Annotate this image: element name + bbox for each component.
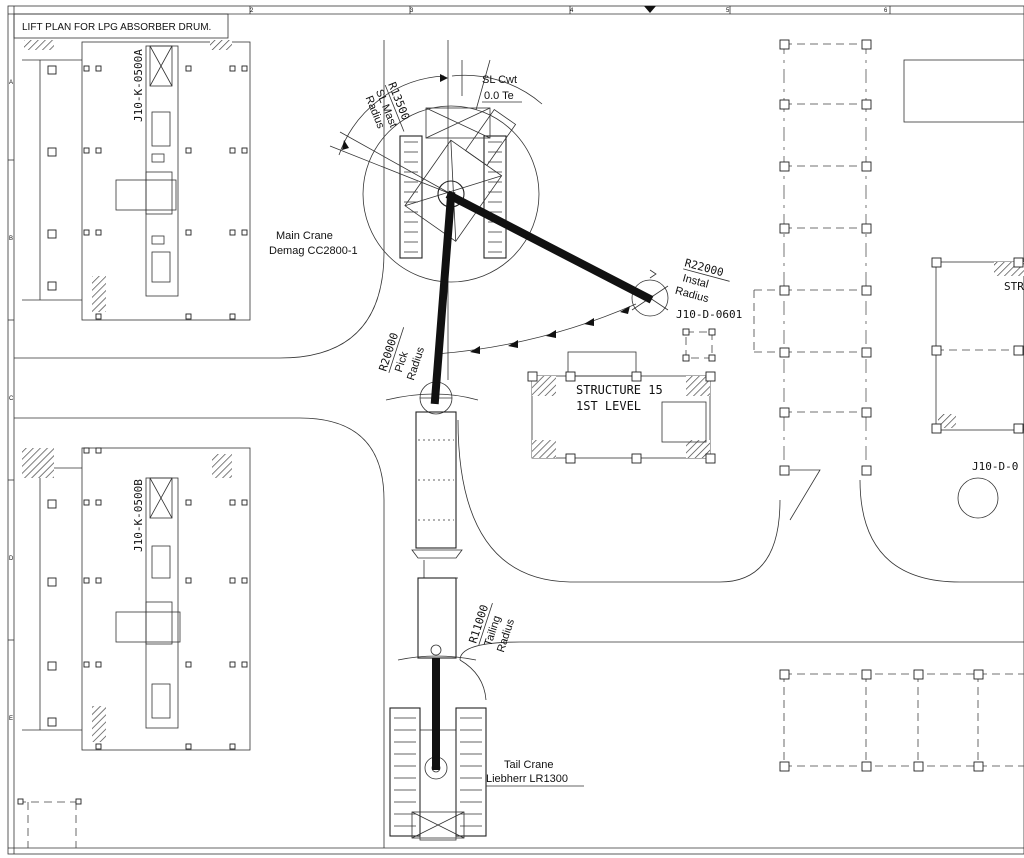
compressor-b-tag: J10-K-0500B — [132, 479, 145, 552]
install-radius-label: R22000 Instal Radius — [674, 256, 730, 305]
col-mark-4: 4 — [570, 8, 574, 14]
absorber-drum — [385, 381, 479, 661]
tail-crane-label-line2: Liebherr LR1300 — [486, 773, 568, 785]
row-mark-e: E — [9, 716, 13, 722]
main-crane-label: Main Crane Demag CC2800-1 — [269, 230, 358, 257]
bottom-left-frame — [17, 798, 82, 848]
pick-radius-line2: Radius — [405, 345, 427, 382]
cwt-label-line1: SL Cwt — [482, 74, 517, 86]
main-crane — [329, 59, 651, 297]
pipe-rack-grid — [753, 39, 1024, 476]
row-mark-c: C — [9, 396, 14, 402]
main-crane-label-line2: Demag CC2800-1 — [269, 245, 358, 257]
north-arrow-marker — [644, 6, 656, 13]
drawing-title: LIFT PLAN FOR LPG ABSORBER DRUM. — [22, 22, 211, 33]
main-crane-label-line1: Main Crane — [276, 230, 333, 242]
tail-crane — [389, 659, 487, 841]
col-mark-2: 2 — [250, 8, 254, 14]
row-mark-b: B — [9, 236, 13, 242]
tail-crane-label: Tail Crane Liebherr LR1300 — [486, 759, 584, 787]
title-box — [13, 13, 229, 39]
tail-crane-label-line1: Tail Crane — [504, 759, 554, 771]
lower-right-grid — [779, 669, 1024, 772]
col-mark-3: 3 — [410, 8, 414, 14]
structure-15-line1: STRUCTURE 15 — [576, 383, 663, 397]
compressor-b-area — [22, 447, 251, 751]
sheet-border: 2 3 4 5 6 A B C D E — [7, 5, 1024, 855]
col-mark-6: 6 — [884, 8, 888, 14]
counterweight-label: SL Cwt 0.0 Te — [482, 74, 522, 103]
row-mark-a: A — [9, 80, 13, 86]
structure-right-label: STR — [1004, 280, 1024, 293]
install-boom-line — [445, 190, 654, 304]
pick-radius-label: R20000 Pick Radius — [376, 327, 427, 382]
compressor-a-area — [22, 40, 251, 321]
tailing-radius-label: R11000 Tailing Radius — [466, 602, 517, 654]
row-mark-d: D — [9, 556, 14, 562]
right-structure — [931, 257, 1024, 519]
rigging-lines — [430, 190, 654, 770]
vessel-tag: J10-D-0601 — [676, 308, 742, 321]
pick-boom-line — [430, 191, 456, 405]
mast-radius-arc — [338, 75, 445, 156]
col-mark-5: 5 — [726, 8, 730, 14]
main-crane-slew-circle — [362, 105, 540, 283]
install-arc — [435, 303, 637, 355]
compressor-a-tag: J10-K-0500A — [132, 49, 145, 122]
vessel-right-tag: J10-D-0 — [972, 460, 1018, 473]
road-outlines — [14, 40, 1024, 848]
structure-15-line2: 1ST LEVEL — [576, 399, 641, 413]
cwt-label-line2: 0.0 Te — [484, 90, 514, 102]
structure-15 — [527, 328, 716, 464]
